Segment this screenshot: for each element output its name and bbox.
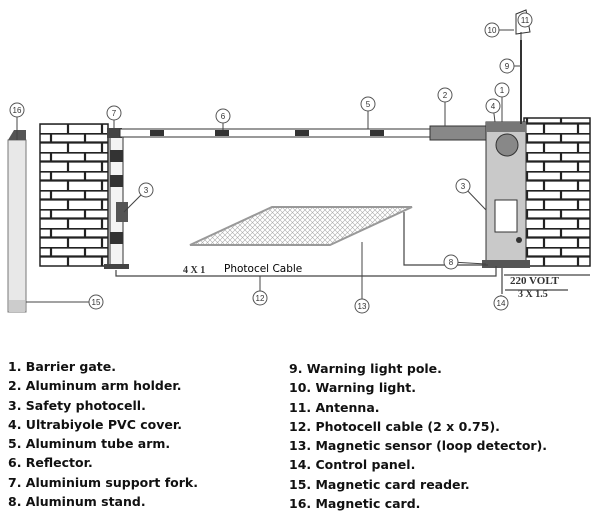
callout-circle: [252, 290, 268, 306]
magnetic-loop: [189, 206, 413, 246]
callout-11: 11: [517, 12, 533, 28]
callout-circle: [9, 102, 25, 118]
callout-number: 16: [13, 106, 22, 115]
callout-circle: [517, 12, 533, 28]
legend-item: 16. Magnetic card.: [289, 496, 421, 512]
legend-item: 2. Aluminum arm holder.: [8, 378, 182, 394]
callout-5: 5: [360, 96, 376, 129]
power-cable-label: 3 X 1.5: [518, 289, 548, 300]
legend-item: 14. Control panel.: [289, 457, 416, 473]
legend-item: 1. Barrier gate.: [8, 359, 116, 374]
callout-circle: [494, 82, 510, 98]
callout-3: 3: [123, 182, 154, 213]
callout-circle: [354, 298, 370, 314]
aluminum-stand: [104, 128, 129, 269]
callout-10: 10: [484, 22, 514, 38]
cable-left-label: 4 X 1: [183, 265, 205, 276]
callout-circle: [360, 96, 376, 112]
callout-number: 6: [221, 112, 226, 121]
callout-number: 12: [256, 294, 265, 303]
callout-circle: [88, 294, 104, 310]
legend-item: 12. Photocell cable (2 x 0.75).: [289, 418, 500, 434]
callout-circle: [485, 98, 501, 114]
legend-item: 6. Reflector.: [8, 455, 93, 471]
legend-item: 11. Antenna.: [289, 399, 380, 415]
barrier-cabinet: [482, 9, 531, 268]
magnetic-card-reader: [7, 130, 27, 313]
callout-14: 14: [493, 295, 509, 311]
callout-number: 4: [491, 102, 496, 111]
callout-circle: [437, 87, 453, 103]
callout-3: 3: [455, 178, 487, 211]
callout-number: 1: [500, 86, 505, 95]
aluminum-tube-arm: [119, 125, 493, 141]
callout-1: 1: [494, 82, 510, 122]
legend-item: 10. Warning light.: [289, 380, 416, 396]
legend-item: 8. Aluminum stand.: [8, 494, 146, 510]
power-label: 220 VOLT: [510, 275, 560, 287]
callout-7: 7: [106, 105, 122, 130]
cable-name-label: Photocel Cable: [224, 263, 302, 275]
callout-circle: [499, 58, 515, 74]
right-brick-wall: [523, 117, 591, 267]
callout-13: 13: [354, 242, 370, 314]
callout-number: 3: [144, 186, 149, 195]
callout-number: 5: [366, 100, 371, 109]
callout-number: 9: [505, 62, 510, 71]
callout-number: 13: [358, 302, 367, 311]
barrier-gate-diagram: 4 X 1 Photocel Cable 220 VOLT 3 X 1.5 16…: [7, 9, 591, 314]
callout-number: 2: [443, 91, 448, 100]
legend-item: 7. Aluminium support fork.: [8, 474, 198, 490]
callout-16: 16: [9, 102, 25, 140]
callout-circle: [455, 178, 471, 194]
callout-4: 4: [485, 98, 501, 123]
callout-number: 10: [488, 26, 497, 35]
left-brick-wall: [39, 123, 109, 267]
callout-circle: [493, 295, 509, 311]
legend-item: 9. Warning light pole.: [289, 361, 442, 376]
legend-left-column: 1. Barrier gate. 2. Aluminum arm holder. 3…: [8, 357, 198, 511]
callout-9: 9: [499, 58, 521, 74]
callout-circle: [215, 108, 231, 124]
callout-number: 8: [449, 258, 454, 267]
callout-circle: [138, 182, 154, 198]
callout-number: 15: [92, 298, 101, 307]
legend-item: 5. Aluminum tube arm.: [8, 436, 171, 452]
callout-15: 15: [26, 294, 104, 310]
legend-item: 3. Safety photocell.: [8, 397, 146, 413]
legend-item: 15. Magnetic card reader.: [289, 476, 470, 492]
callout-circle: [106, 105, 122, 121]
callout-number: 14: [497, 299, 506, 308]
callout-number: 3: [461, 182, 466, 191]
callout-6: 6: [215, 108, 231, 130]
legend-right-column: 9. Warning light pole. 10. Warning light.…: [289, 359, 547, 513]
callout-12: 12: [252, 276, 268, 306]
callout-8: 8: [443, 254, 487, 270]
callout-number: 11: [521, 16, 530, 25]
legend-item: 4. Ultrabiyole PVC cover.: [8, 416, 183, 432]
callout-2: 2: [437, 87, 453, 126]
callout-number: 7: [112, 109, 117, 118]
callout-circle: [484, 22, 500, 38]
legend-item: 13. Magnetic sensor (loop detector).: [289, 438, 548, 454]
callout-circle: [443, 254, 459, 270]
